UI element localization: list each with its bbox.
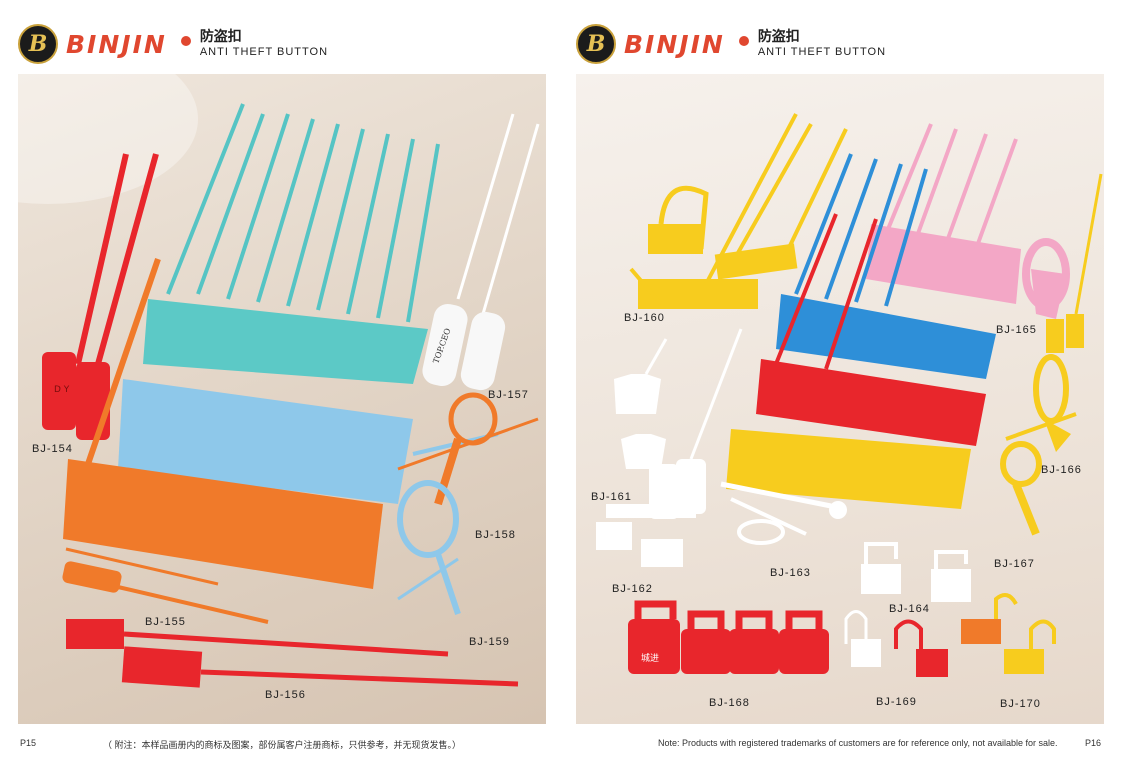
bullet-dot-icon bbox=[180, 36, 191, 46]
bj161-product bbox=[614, 328, 743, 519]
pink-tags bbox=[866, 123, 1021, 304]
bj158-product bbox=[397, 392, 539, 506]
bj159-product bbox=[397, 480, 461, 615]
label-bj-160: BJ-160 bbox=[624, 312, 665, 324]
bj156-product bbox=[66, 619, 519, 688]
label-bj-161: BJ-161 bbox=[591, 491, 632, 503]
section-title-en: ANTI THEFT BUTTON bbox=[199, 46, 329, 59]
page-number-right: P16 bbox=[1085, 738, 1102, 748]
bj169-product bbox=[844, 610, 948, 677]
lock-text: 城进 bbox=[641, 653, 659, 664]
bj162-product bbox=[596, 504, 696, 567]
bj165-product bbox=[1022, 173, 1103, 353]
bj157-product: TOP.CEO bbox=[422, 113, 540, 391]
brand-name: BINJIN bbox=[66, 29, 167, 59]
label-bj-155: BJ-155 bbox=[145, 616, 186, 628]
page-header: B BINJIN 防盗扣 ANTI THEFT BUTTON bbox=[18, 22, 328, 66]
bj167-product bbox=[1000, 441, 1042, 536]
left-page: B BINJIN 防盗扣 ANTI THEFT BUTTON D Y bbox=[0, 0, 561, 767]
section-title-cn: 防盗扣 bbox=[757, 28, 800, 45]
yellow-tags-right bbox=[726, 429, 971, 509]
brand-logo-icon: B bbox=[576, 24, 616, 64]
blue-tags bbox=[776, 153, 996, 379]
label-bj-165: BJ-165 bbox=[996, 324, 1037, 336]
trademark-note: Note: Products with registered trademark… bbox=[658, 738, 1058, 748]
bj168-product: 城进 bbox=[628, 600, 829, 674]
dy-tag-text: D Y bbox=[54, 385, 70, 395]
label-bj-163: BJ-163 bbox=[770, 567, 811, 579]
page-header: B BINJIN 防盗扣 ANTI THEFT BUTTON bbox=[576, 22, 886, 66]
product-photo-left: D Y bbox=[18, 74, 546, 724]
label-bj-156: BJ-156 bbox=[265, 689, 306, 701]
product-photo-right: 城进 bbox=[576, 74, 1104, 724]
label-bj-170: BJ-170 bbox=[1000, 698, 1041, 710]
bullet-dot-icon bbox=[738, 36, 749, 46]
label-bj-164: BJ-164 bbox=[889, 603, 930, 615]
section-title-cn: 防盗扣 bbox=[199, 28, 242, 45]
label-bj-162: BJ-162 bbox=[612, 583, 653, 595]
bj163-product bbox=[720, 481, 847, 545]
teal-tags bbox=[143, 103, 440, 384]
label-bj-158: BJ-158 bbox=[475, 529, 516, 541]
label-bj-157: BJ-157 bbox=[488, 389, 529, 401]
label-bj-166: BJ-166 bbox=[1041, 464, 1082, 476]
bj170-product bbox=[961, 593, 1056, 674]
red-tags-right bbox=[756, 213, 986, 446]
label-bj-159: BJ-159 bbox=[469, 636, 510, 648]
label-bj-167: BJ-167 bbox=[994, 558, 1035, 570]
left-products-illustration: D Y bbox=[42, 103, 540, 688]
label-bj-154: BJ-154 bbox=[32, 443, 73, 455]
brand-name: BINJIN bbox=[624, 29, 725, 59]
bj155-product bbox=[62, 547, 269, 624]
footnote-cn: （ 附注：本样品画册内的商标及图案，部份属客户注册商标，只供参考，并无现货发售。… bbox=[103, 740, 462, 750]
orange-tags bbox=[63, 258, 383, 589]
bj164-product bbox=[861, 542, 971, 602]
bj160-product bbox=[629, 113, 848, 309]
right-products-illustration: 城进 bbox=[596, 113, 1103, 677]
right-page: B BINJIN 防盗扣 ANTI THEFT BUTTON bbox=[562, 0, 1123, 767]
label-bj-168: BJ-168 bbox=[709, 697, 750, 709]
bj166-product bbox=[1005, 354, 1077, 452]
brand-logo-icon: B bbox=[18, 24, 58, 64]
page-number-left: P15 bbox=[20, 738, 37, 748]
label-bj-169: BJ-169 bbox=[876, 696, 917, 708]
section-title-en: ANTI THEFT BUTTON bbox=[757, 46, 887, 59]
